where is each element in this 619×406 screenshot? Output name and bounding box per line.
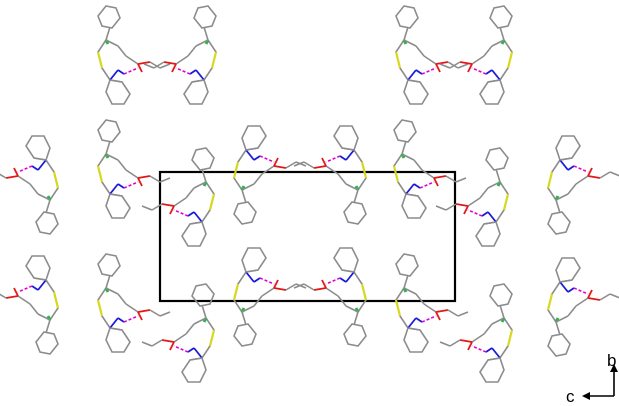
molecule-12 bbox=[434, 146, 510, 248]
molecule-7 bbox=[292, 124, 368, 226]
molecule-3 bbox=[394, 4, 470, 106]
axis-c-label: c bbox=[566, 387, 575, 406]
molecule-6 bbox=[232, 124, 308, 226]
molecule-15 bbox=[292, 246, 368, 348]
molecule-2 bbox=[142, 4, 218, 106]
molecule-16 bbox=[546, 256, 619, 358]
molecule-20 bbox=[438, 282, 514, 384]
molecule-1 bbox=[96, 4, 172, 106]
molecule-13 bbox=[0, 254, 60, 356]
axis-indicator bbox=[582, 364, 618, 400]
unit-cell-outline bbox=[158, 170, 457, 303]
molecule-5 bbox=[0, 134, 60, 236]
molecule-18 bbox=[140, 282, 216, 384]
molecule-4 bbox=[438, 4, 514, 106]
molecule-10 bbox=[140, 146, 216, 248]
molecule-8 bbox=[546, 134, 619, 236]
molecule-14 bbox=[232, 246, 308, 348]
molecule-19 bbox=[394, 252, 470, 354]
axis-b-label: b bbox=[607, 351, 617, 370]
